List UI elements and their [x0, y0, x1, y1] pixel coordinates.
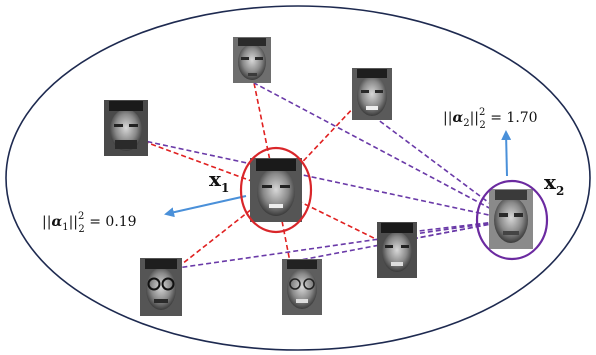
- face-photo-icon: [377, 222, 417, 278]
- face-photo-icon: [489, 189, 533, 249]
- x2-circle: [475, 179, 549, 261]
- outer-ellipse: [5, 5, 591, 351]
- alpha1-arrow: [164, 195, 247, 218]
- face-photo-icon: [282, 259, 322, 315]
- face-photo-icon: [250, 158, 302, 222]
- face-photo-icon: [140, 258, 182, 316]
- x2-label: x2: [544, 170, 564, 198]
- face-photo-icon: [352, 68, 392, 120]
- face-photo-icon: [104, 100, 148, 156]
- face-photo-icon: [233, 37, 271, 83]
- x1-label: x1: [209, 167, 229, 195]
- x1-circle: [239, 146, 313, 234]
- alpha2-arrow: [501, 130, 512, 177]
